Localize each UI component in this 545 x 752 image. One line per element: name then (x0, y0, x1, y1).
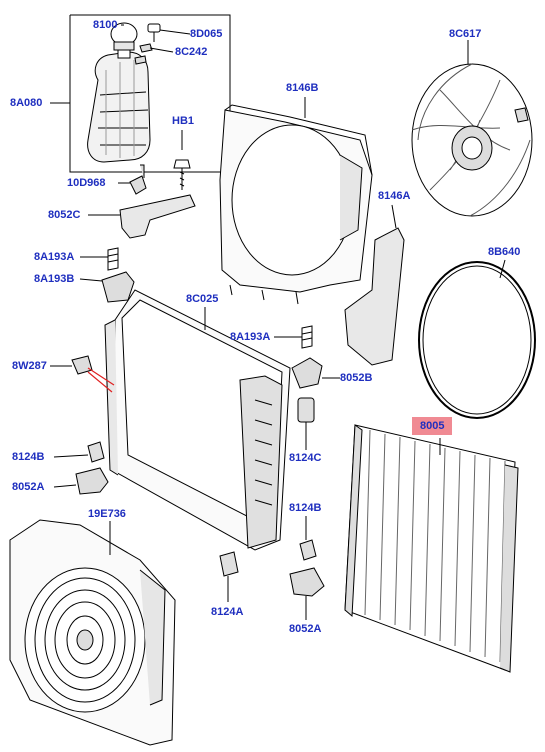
callout-8124a: 8124A (211, 606, 244, 618)
callout-8124b-left: 8124B (12, 451, 45, 463)
tank-hose-clip (129, 164, 147, 195)
callout-8146a: 8146A (378, 190, 411, 202)
bracket-8a193b (101, 271, 135, 303)
callout-8052a-left: 8052A (12, 481, 45, 493)
bushing-8124b-left (87, 441, 105, 463)
callout-8a193a-mid: 8A193A (230, 331, 271, 343)
callout-8a193b: 8A193B (34, 273, 75, 285)
callout-8052b: 8052B (340, 372, 373, 384)
electric-fan-19e736 (9, 519, 176, 746)
radiator-8c025 (104, 289, 291, 551)
cooling-fan-8c617 (411, 63, 533, 217)
bolt-hb1 (173, 159, 191, 190)
condenser-8005 (344, 424, 519, 673)
bushing-8124c (297, 397, 315, 423)
callout-8100: 8100 (93, 19, 118, 31)
callout-8c025: 8C025 (186, 293, 219, 305)
callout-8d065: 8D065 (190, 28, 223, 40)
expansion-tank (87, 22, 151, 163)
clip-8a193a-top (107, 247, 119, 271)
callout-8124b-right: 8124B (289, 502, 322, 514)
callout-8c242: 8C242 (175, 46, 208, 58)
callout-8a193a-top: 8A193A (34, 251, 75, 263)
shroud-8146a (344, 227, 405, 366)
callout-10d968: 10D968 (67, 177, 106, 189)
bracket-8052a-left (75, 467, 109, 495)
callout-8b640: 8B640 (488, 246, 521, 258)
fan-cowl (219, 104, 373, 305)
red-pointer-line (87, 367, 115, 386)
callout-8124c: 8124C (289, 452, 322, 464)
clip-8w287 (71, 355, 93, 375)
bracket-8052b (291, 357, 323, 389)
bracket-8052c (119, 194, 196, 239)
callout-8a080: 8A080 (10, 97, 43, 109)
bracket-8052a-right (289, 567, 325, 597)
callout-19e736: 19E736 (88, 508, 126, 520)
callout-8w287: 8W287 (12, 360, 47, 372)
fan-seal-ring (418, 261, 536, 419)
callout-8146b: 8146B (286, 82, 319, 94)
callout-8005-highlighted: 8005 (412, 417, 453, 435)
callout-8052c: 8052C (48, 209, 81, 221)
callout-8052a-right: 8052A (289, 623, 322, 635)
callout-8c617: 8C617 (449, 28, 482, 40)
bushing-8124b-right (299, 539, 317, 561)
bushing-8124a (219, 551, 239, 577)
callout-hb1: HB1 (172, 115, 195, 127)
clip-8a193a-mid (301, 325, 313, 349)
tank-screw (134, 23, 161, 65)
